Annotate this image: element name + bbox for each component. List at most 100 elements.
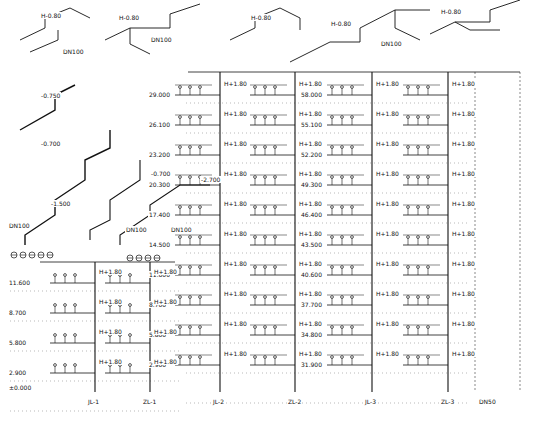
pipe-line [175, 185, 220, 186]
fixture-symbol [341, 326, 344, 329]
elevation-mark: 14.500 [148, 241, 171, 248]
pipe-line [250, 305, 295, 306]
pipe-size: DN100 [380, 40, 403, 47]
fixture-symbol [417, 116, 420, 119]
pipe-run [395, 10, 420, 40]
pipe-line [186, 223, 470, 224]
fixture-symbol [427, 116, 430, 119]
pipe-run [130, 28, 150, 54]
fixture-height: H+1.80 [451, 170, 476, 177]
pipe-run [105, 4, 200, 40]
elevation-mark: 40.600 [300, 271, 323, 278]
fixture-symbol [199, 356, 202, 359]
fixture-symbol [64, 274, 67, 277]
pipe-size: DN100 [150, 36, 173, 43]
pipe-line [403, 125, 448, 126]
pipe-line [154, 258, 160, 259]
elevation-mark: -0.700 [150, 170, 171, 177]
fixture-symbol [264, 326, 267, 329]
fixture-symbol [189, 326, 192, 329]
fixture-symbol [189, 206, 192, 209]
pipe-run [230, 8, 300, 40]
fixture-symbol [74, 304, 77, 307]
fixture-symbol [407, 86, 410, 89]
pipe-line [403, 275, 448, 276]
pipe-line [250, 125, 295, 126]
fixture-symbol [351, 116, 354, 119]
fixture-symbol [331, 176, 334, 179]
fixture-height: H+1.80 [153, 358, 178, 365]
pipe-line [29, 255, 35, 256]
fixture-symbol [341, 356, 344, 359]
fixture-height: H+1.80 [375, 200, 400, 207]
pipe-line [105, 373, 150, 374]
pipe-line [38, 255, 44, 256]
fixture-symbol [54, 334, 57, 337]
fixture-symbol [179, 296, 182, 299]
fixture-height: H-0.80 [440, 8, 462, 15]
pipe-line [327, 365, 372, 366]
elevation-mark: ±0.000 [8, 384, 32, 391]
pipe-line [250, 245, 295, 246]
pipe-size: DN100 [170, 226, 193, 233]
fixture-height: H+1.80 [451, 80, 476, 87]
fixture-symbol [407, 326, 410, 329]
pipe-line [50, 313, 95, 314]
fixture-symbol [29, 252, 35, 258]
pipe-line [105, 313, 150, 314]
fixture-symbol [129, 334, 132, 337]
pipe-line [186, 343, 470, 344]
fixture-symbol [199, 326, 202, 329]
fixture-height: H+1.80 [451, 320, 476, 327]
fixture-height: H+1.80 [223, 200, 248, 207]
fixture-symbol [47, 252, 53, 258]
pipe-line [40, 262, 175, 263]
fixture-height: H-0.80 [40, 12, 62, 19]
fixture-height: H+1.80 [298, 230, 323, 237]
pipe-line [403, 185, 448, 186]
fixture-symbol [274, 206, 277, 209]
pipe-line [145, 258, 151, 259]
fixture-height: H+1.80 [298, 110, 323, 117]
fixture-symbol [331, 356, 334, 359]
fixture-symbol [74, 274, 77, 277]
pipe-line [186, 133, 470, 134]
fixture-symbol [127, 255, 133, 261]
pipe-run [430, 0, 520, 34]
fixture-height: H-0.80 [250, 14, 272, 21]
fixture-symbol [189, 236, 192, 239]
fixture-symbol [351, 326, 354, 329]
fixture-symbol [189, 86, 192, 89]
elevation-mark: -2.700 [200, 176, 221, 183]
fixture-symbol [417, 296, 420, 299]
fixture-height: H+1.80 [223, 140, 248, 147]
pipe-line [327, 215, 372, 216]
fixture-symbol [351, 266, 354, 269]
fixture-symbol [264, 266, 267, 269]
fixture-symbol [64, 334, 67, 337]
fixture-height: H+1.80 [153, 298, 178, 305]
elevation-mark: 20.300 [148, 181, 171, 188]
fixture-symbol [254, 86, 257, 89]
fixture-symbol [38, 252, 44, 258]
fixture-height: H+1.80 [98, 298, 123, 305]
fixture-symbol [74, 364, 77, 367]
fixture-height: H+1.80 [223, 170, 248, 177]
fixture-symbol [254, 176, 257, 179]
fixture-symbol [264, 206, 267, 209]
pipe-run [20, 8, 90, 40]
pipe-size: DN50 [478, 398, 497, 405]
pipe-line [186, 373, 470, 374]
fixture-symbol [417, 86, 420, 89]
pipe-line [250, 335, 295, 336]
elevation-mark: 49.300 [300, 181, 323, 188]
elevation-mark: 2.900 [8, 369, 27, 376]
pipe-line [186, 283, 470, 284]
pipe-line [94, 262, 95, 392]
fixture-symbol [254, 266, 257, 269]
fixture-symbol [254, 146, 257, 149]
fixture-symbol [274, 176, 277, 179]
fixture-height: H+1.80 [375, 290, 400, 297]
fixture-height: H+1.80 [223, 320, 248, 327]
elevation-mark: 55.100 [300, 121, 323, 128]
